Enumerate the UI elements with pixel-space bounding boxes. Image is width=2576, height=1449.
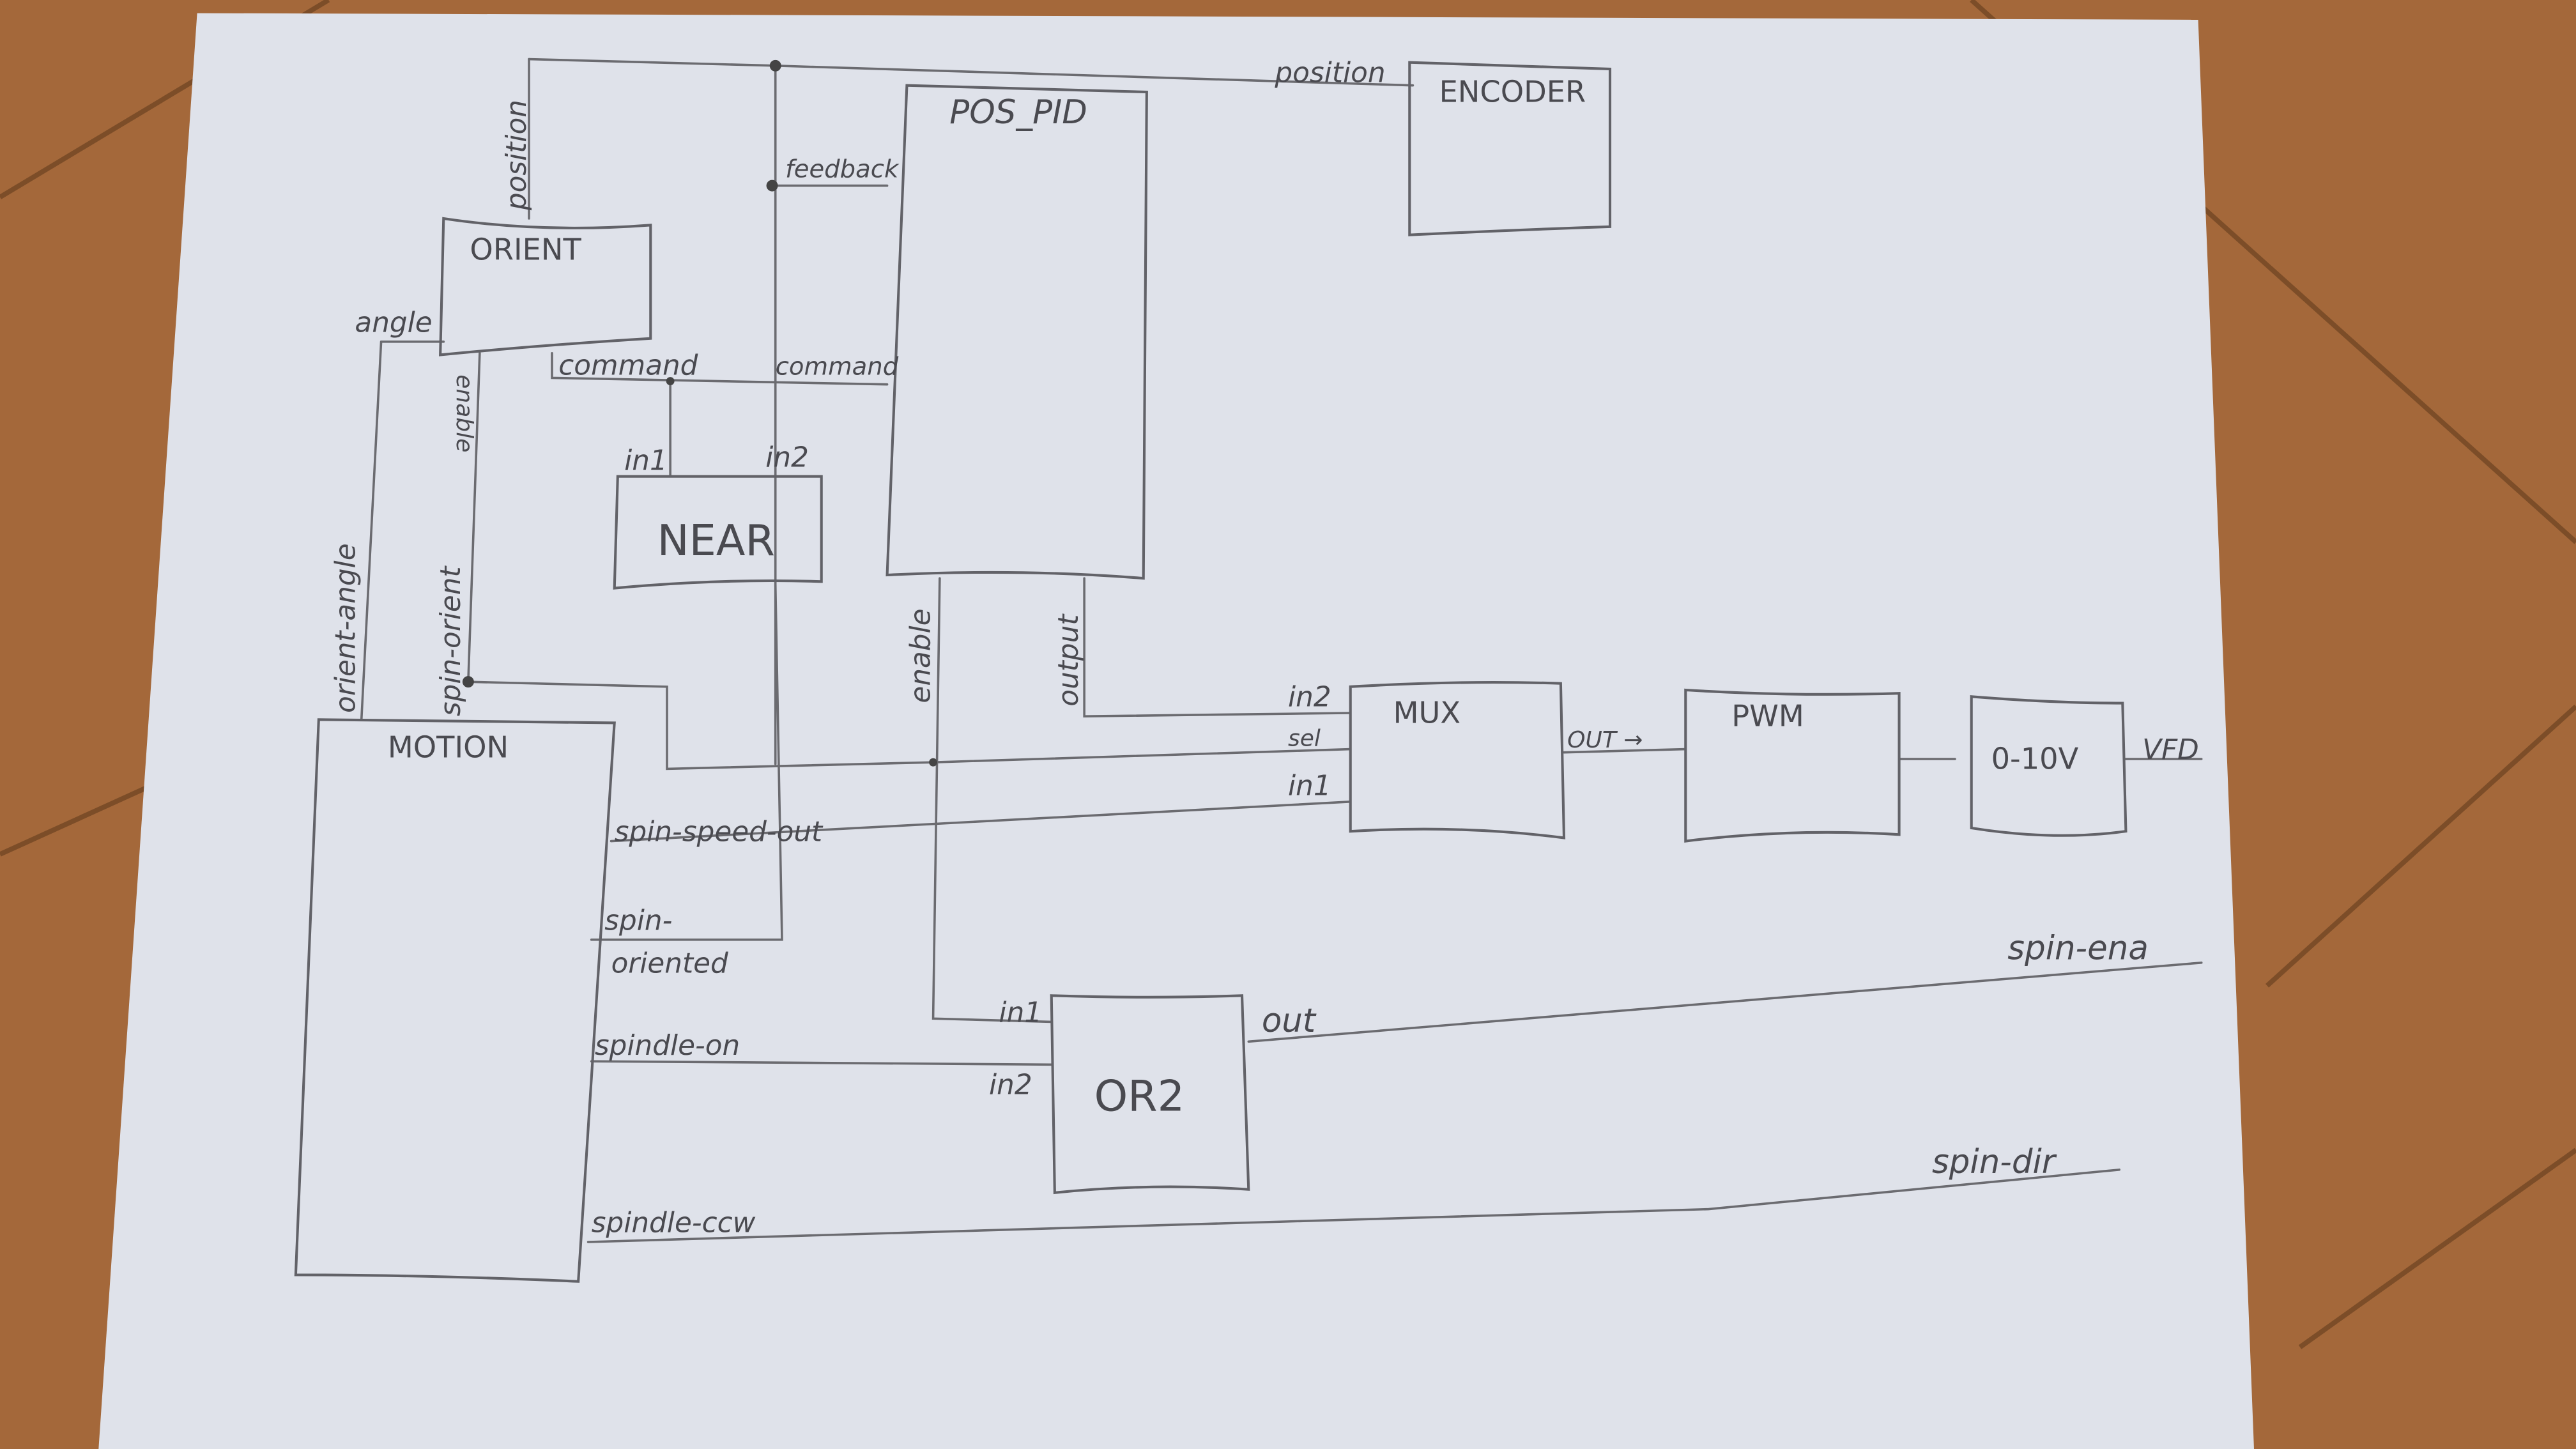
block-pos-pid: POS_PID: [885, 84, 1148, 580]
block-0-10v: 0-10V: [1970, 695, 2128, 837]
label-spindle-ccw: spindle-ccw: [592, 1207, 756, 1239]
label-near-in2: in2: [765, 441, 809, 473]
block-or2: OR2: [1050, 994, 1250, 1195]
block-label: MOTION: [388, 730, 509, 764]
label-mux-in1: in1: [1288, 770, 1331, 802]
label-spindle-on: spindle-on: [595, 1029, 740, 1062]
label-spin-speed-out: spin-speed-out: [615, 816, 824, 848]
block-label: NEAR: [657, 516, 775, 565]
label-orient-angle: orient-angle: [329, 543, 362, 713]
label-spin-ena: spin-ena: [2007, 930, 2149, 968]
label-spin-orient: spin-orient: [434, 565, 467, 717]
wires: [360, 57, 2203, 1243]
label-mux-out: OUT →: [1567, 727, 1643, 753]
paper-sheet: [98, 13, 2255, 1449]
label-angle: angle: [355, 306, 432, 339]
label-pid-enable: enable: [904, 608, 937, 703]
label-vfd: VFD: [2142, 733, 2199, 766]
label-spin-oriented-2: oriented: [611, 947, 728, 979]
label-mux-sel: sel: [1288, 725, 1321, 751]
label-or2-in1: in1: [999, 996, 1042, 1029]
block-label: ORIENT: [470, 232, 581, 266]
block-label: POS_PID: [949, 93, 1087, 132]
block-label: MUX: [1393, 695, 1460, 730]
label-or2-out: out: [1262, 1002, 1317, 1040]
label-orient-position: position: [500, 100, 533, 211]
block-label: OR2: [1094, 1071, 1185, 1121]
block-label: ENCODER: [1439, 74, 1586, 109]
wood-grain: [0, 0, 2576, 1349]
label-feedback: feedback: [785, 155, 900, 184]
block-label: 0-10V: [1991, 741, 2079, 776]
label-orient-command: command: [558, 349, 698, 381]
block-motion: MOTION: [294, 718, 616, 1283]
label-spin-oriented-1: spin-: [604, 904, 672, 937]
label-mux-in2: in2: [1288, 681, 1331, 714]
signal-labels: position position feedback command comma…: [329, 57, 2198, 1239]
block-pwm: PWM: [1684, 688, 1901, 843]
block-near: NEAR: [613, 475, 823, 590]
label-encoder-position: position: [1274, 57, 1385, 89]
label-pid-output: output: [1052, 613, 1085, 707]
block-orient: ORIENT: [439, 217, 652, 356]
label-orient-enable: enable: [451, 374, 477, 452]
label-pid-command: command: [776, 352, 899, 381]
label-spin-dir: spin-dir: [1932, 1143, 2057, 1181]
block-mux: MUX: [1349, 680, 1566, 839]
block-label: PWM: [1731, 699, 1804, 733]
label-or2-in2: in2: [989, 1069, 1032, 1101]
label-near-in1: in1: [624, 444, 668, 477]
block-encoder: ENCODER: [1408, 61, 1612, 236]
